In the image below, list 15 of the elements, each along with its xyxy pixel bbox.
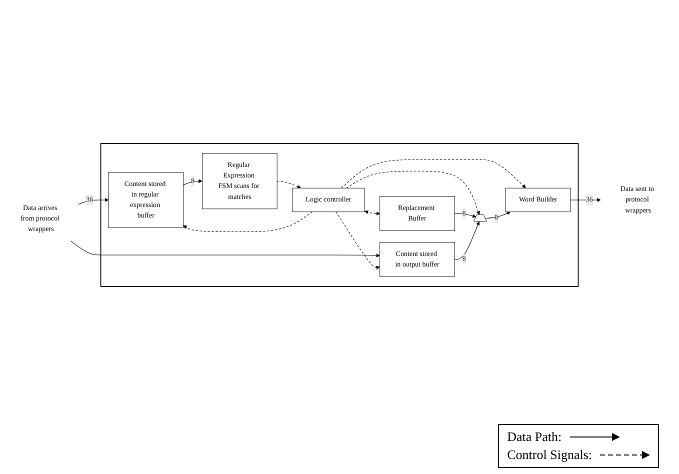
arrow (183, 179, 202, 186)
arrow (364, 210, 380, 216)
arrow (341, 159, 526, 188)
cluster (100, 143, 579, 287)
arrow (346, 170, 480, 215)
arrow (570, 198, 601, 202)
arrow (70, 240, 380, 258)
arrow (485, 211, 511, 218)
arrow (276, 180, 302, 188)
node-trapezoid (473, 214, 488, 222)
arrow (183, 212, 312, 232)
arrow (336, 212, 380, 270)
legend-label: Control Signals: (507, 447, 592, 463)
legend-label: Data Path: (507, 429, 562, 445)
arrow (454, 221, 480, 260)
